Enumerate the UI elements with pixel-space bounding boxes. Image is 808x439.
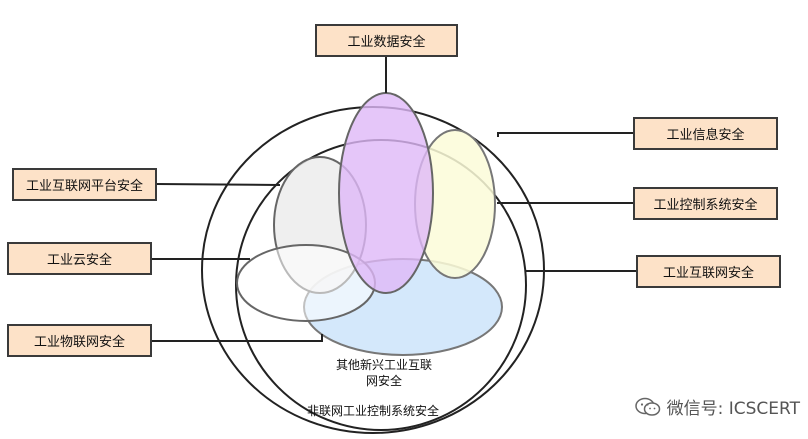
purple-ellipse: [338, 92, 434, 294]
label-emerging-line1: 其他新兴工业互联: [335, 358, 432, 372]
label-non-internet-ics-security: 非联网工业控制系统安全: [306, 404, 439, 418]
label-emerging-line2: 网安全: [365, 374, 402, 388]
connector-iot: [152, 334, 323, 342]
label-industrial-data-security: 工业数据安全: [315, 24, 458, 57]
label-industrial-internet-security: 工业互联网安全: [636, 255, 781, 288]
label-industrial-control-system-security: 工业控制系统安全: [633, 187, 778, 220]
watermark: 微信号: ICSCERT: [634, 394, 800, 419]
label-industrial-cloud-security: 工业云安全: [7, 242, 152, 275]
connector-info: [497, 132, 634, 137]
watermark-text: 微信号: ICSCERT: [666, 399, 800, 419]
label-industrial-internet-platform-security: 工业互联网平台安全: [12, 168, 157, 201]
connector-platform: [155, 183, 281, 186]
wechat-icon: [634, 397, 660, 416]
label-industrial-iot-security: 工业物联网安全: [7, 324, 152, 357]
label-industrial-information-security: 工业信息安全: [633, 117, 778, 150]
